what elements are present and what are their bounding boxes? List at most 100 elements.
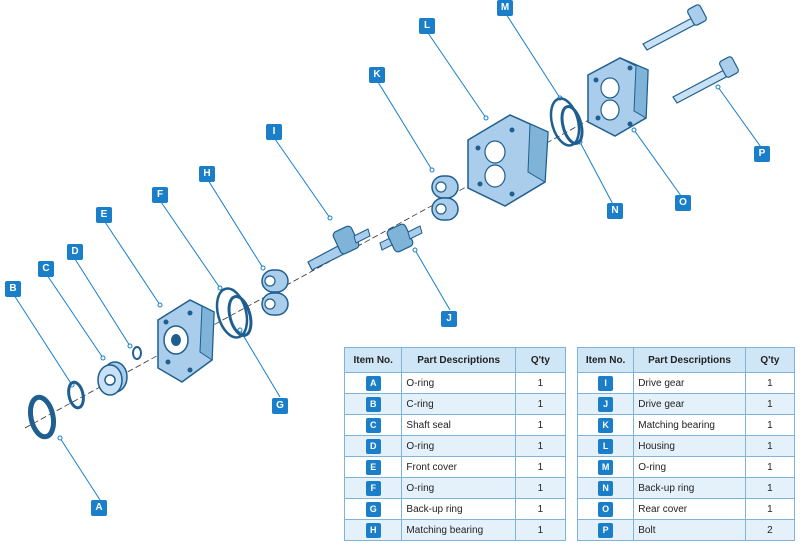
callout-n: N — [607, 203, 623, 219]
callout-k: K — [369, 67, 385, 83]
rear-cover-o-shape — [587, 57, 649, 137]
part-qty: 1 — [744, 456, 796, 478]
table-row: J Drive gear 1 — [576, 393, 796, 415]
item-badge: F — [365, 480, 381, 496]
table-row: I Drive gear 1 — [576, 372, 796, 394]
item-badge: L — [598, 438, 614, 454]
item-badge: B — [365, 396, 381, 412]
leader-lines — [13, 13, 764, 501]
table-row: A O-ring 1 — [343, 372, 567, 394]
table-row: L Housing 1 — [576, 435, 796, 457]
part-qty: 1 — [514, 477, 567, 499]
part-description: Rear cover — [633, 498, 746, 520]
table-row: H Matching bearing 1 — [343, 519, 567, 541]
parts-table-left: Item No. Part Descriptions Q'ty A O-ring… — [343, 347, 567, 541]
table-header-row: Item No. Part Descriptions Q'ty — [343, 347, 567, 373]
o-ring-a-shape — [27, 394, 57, 440]
table-row: N Back-up ring 1 — [576, 477, 796, 499]
table-row: G Back-up ring 1 — [343, 498, 567, 520]
c-ring-b-shape — [67, 380, 85, 410]
part-qty: 1 — [514, 519, 567, 541]
part-qty: 2 — [744, 519, 796, 541]
item-badge: M — [598, 459, 614, 475]
part-qty: 1 — [514, 498, 567, 520]
part-description: Back-up ring — [633, 477, 746, 499]
bolt-p-shape — [642, 4, 739, 104]
part-description: Bolt — [633, 519, 746, 541]
part-description: C-ring — [401, 393, 516, 415]
header-qty: Q'ty — [514, 347, 567, 373]
callout-f: F — [152, 187, 168, 203]
table-row: M O-ring 1 — [576, 456, 796, 478]
o-ring-d-shape — [132, 346, 142, 360]
drive-gear-j-shape — [379, 223, 423, 253]
o-ring-m-shape — [549, 97, 584, 147]
part-description: O-ring — [633, 456, 746, 478]
part-qty: 1 — [744, 414, 796, 436]
part-qty: 1 — [744, 498, 796, 520]
item-badge: C — [365, 417, 381, 433]
drive-gear-i-shape — [307, 225, 371, 271]
table-row: F O-ring 1 — [343, 477, 567, 499]
table-row: E Front cover 1 — [343, 456, 567, 478]
item-badge: O — [598, 501, 614, 517]
shaft-seal-c-shape — [97, 361, 128, 396]
item-badge: I — [598, 375, 614, 391]
callout-o: O — [675, 195, 691, 211]
table-row: O Rear cover 1 — [576, 498, 796, 520]
o-ring-f-shape — [215, 287, 253, 339]
part-qty: 1 — [744, 435, 796, 457]
header-qty: Q'ty — [744, 347, 796, 373]
part-qty: 1 — [514, 393, 567, 415]
part-description: Back-up ring — [401, 498, 516, 520]
part-description: Matching bearing — [633, 414, 746, 436]
item-badge: D — [365, 438, 381, 454]
part-qty: 1 — [744, 393, 796, 415]
callout-h: H — [199, 166, 215, 182]
part-description: O-ring — [401, 372, 516, 394]
item-badge: J — [598, 396, 614, 412]
part-description: Drive gear — [633, 372, 746, 394]
callout-c: C — [38, 261, 54, 277]
table-row: B C-ring 1 — [343, 393, 567, 415]
part-description: Front cover — [401, 456, 516, 478]
part-description: O-ring — [401, 477, 516, 499]
item-badge: K — [598, 417, 614, 433]
part-qty: 1 — [744, 477, 796, 499]
part-qty: 1 — [514, 372, 567, 394]
item-badge: P — [598, 522, 614, 538]
item-badge: G — [365, 501, 381, 517]
header-part-descriptions: Part Descriptions — [401, 347, 516, 373]
housing-l-shape — [467, 114, 549, 207]
part-qty: 1 — [514, 435, 567, 457]
part-qty: 1 — [514, 414, 567, 436]
part-qty: 1 — [744, 372, 796, 394]
callout-j: J — [441, 311, 457, 327]
matching-bearing-k-shape — [431, 175, 459, 221]
callout-l: L — [419, 18, 435, 34]
parts-table-right: Item No. Part Descriptions Q'ty I Drive … — [576, 347, 796, 541]
part-qty: 1 — [514, 456, 567, 478]
item-badge: N — [598, 480, 614, 496]
header-item-no: Item No. — [343, 347, 403, 373]
table-row: D O-ring 1 — [343, 435, 567, 457]
callout-g: G — [272, 398, 288, 414]
item-badge: A — [365, 375, 381, 391]
item-badge: E — [365, 459, 381, 475]
part-description: Drive gear — [633, 393, 746, 415]
part-description: Matching bearing — [401, 519, 516, 541]
callout-i: I — [266, 124, 282, 140]
header-part-descriptions: Part Descriptions — [633, 347, 746, 373]
callout-a: A — [91, 500, 107, 516]
part-description: Housing — [633, 435, 746, 457]
matching-bearing-h-shape — [261, 269, 289, 316]
callout-p: P — [754, 146, 770, 162]
front-cover-e-shape — [157, 299, 215, 383]
table-row: K Matching bearing 1 — [576, 414, 796, 436]
part-description: Shaft seal — [401, 414, 516, 436]
table-row: P Bolt 2 — [576, 519, 796, 541]
callout-b: B — [5, 281, 21, 297]
table-header-row: Item No. Part Descriptions Q'ty — [576, 347, 796, 373]
item-badge: H — [365, 522, 381, 538]
